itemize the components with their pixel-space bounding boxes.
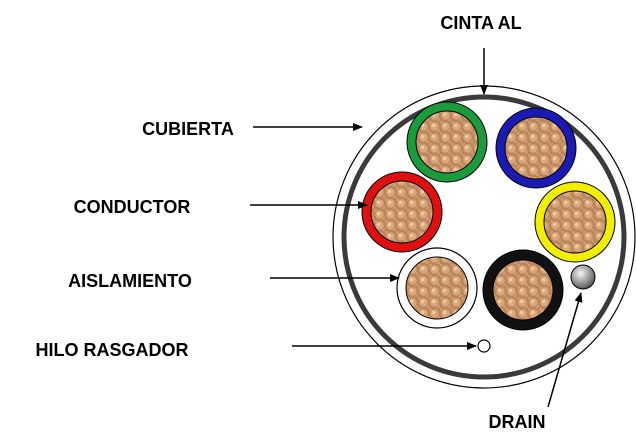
ripcord: [477, 339, 491, 353]
core-black: [482, 249, 564, 331]
label-drain: DRAIN: [489, 412, 546, 432]
core-red: [361, 171, 443, 253]
arrow-drain: [547, 292, 583, 408]
core-green: [406, 101, 488, 183]
core-yellow: [534, 181, 616, 263]
label-jacket: CUBIERTA: [142, 119, 234, 139]
label-conductor: CONDUCTOR: [74, 197, 191, 217]
core-blue: [495, 107, 577, 189]
label-tape: CINTA AL: [440, 13, 521, 33]
core-white: [396, 247, 478, 329]
label-ripcord: HILO RASGADOR: [36, 340, 189, 360]
drain-wire: [570, 264, 596, 290]
label-insulation: AISLAMIENTO: [68, 271, 192, 291]
